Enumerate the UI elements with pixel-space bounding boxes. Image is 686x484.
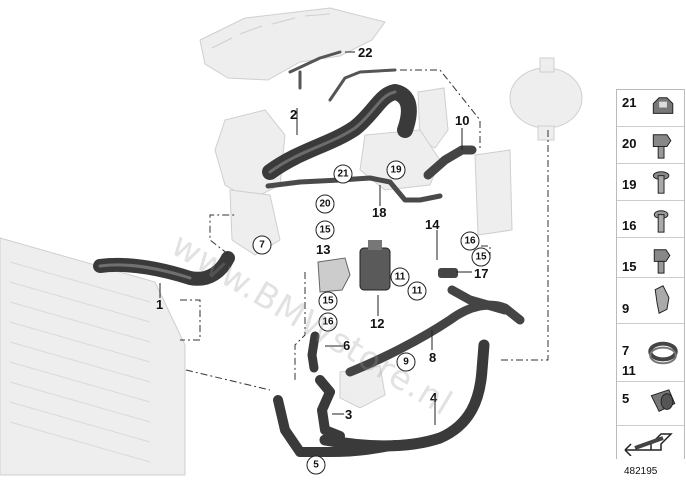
callout-17: 17 — [474, 266, 488, 281]
svg-text:16: 16 — [322, 317, 334, 328]
diagram-id: 482195 — [624, 466, 658, 477]
callout-6: 6 — [343, 338, 350, 353]
callout-22: 22 — [358, 45, 372, 60]
svg-text:9: 9 — [403, 357, 409, 368]
legend-number: 9 — [622, 301, 630, 316]
svg-text:20: 20 — [319, 199, 331, 210]
callout-labels: 22 2 10 18 14 13 17 1 12 6 8 4 3 — [156, 45, 488, 422]
hose-clamp-icon — [648, 341, 678, 365]
svg-text:21: 21 — [337, 169, 349, 180]
hex-bolt-icon — [652, 134, 672, 159]
hose-5[interactable] — [273, 395, 400, 457]
radiator-ghost — [0, 237, 186, 476]
callout-14: 14 — [425, 217, 440, 232]
bracket-13[interactable] — [317, 257, 351, 293]
legend-row-5[interactable]: 5 — [617, 382, 684, 426]
quick-connector-icon — [650, 389, 676, 412]
hose-2-upper[interactable] — [262, 84, 417, 180]
legend-number: 5 — [622, 391, 630, 406]
circled-11b: 11 — [407, 281, 427, 301]
legend-number: 20 — [622, 136, 637, 151]
hose-22-vent[interactable] — [288, 50, 397, 102]
expansion-tank-ghost — [509, 57, 583, 141]
thermostat-ghost — [339, 365, 386, 409]
screw-icon — [653, 210, 669, 233]
legend-row-9[interactable]: 9 — [617, 278, 684, 324]
svg-text:16: 16 — [464, 236, 476, 247]
circled-16b: 16 — [318, 312, 338, 332]
legend-row-15[interactable]: 15 — [617, 238, 684, 278]
callout-10: 10 — [455, 113, 469, 128]
callout-3: 3 — [345, 407, 352, 422]
circled-21: 21 — [333, 164, 353, 184]
circled-15c: 15 — [318, 291, 338, 311]
connector-17[interactable] — [438, 268, 458, 278]
hose-6[interactable] — [307, 331, 320, 373]
oil-cooler-ghost — [474, 149, 513, 236]
legend-number: 19 — [622, 177, 637, 192]
flange-bolt-icon — [653, 249, 671, 274]
legend-number: 11 — [622, 363, 636, 378]
circled-7: 7 — [252, 235, 272, 255]
legend-row-7-11[interactable]: 7 11 — [617, 324, 684, 382]
legend-number: 7 — [622, 343, 630, 358]
engine-block-ghost — [199, 7, 386, 81]
circled-9: 9 — [396, 352, 416, 372]
circled-20: 20 — [315, 194, 335, 214]
turbo-ghost — [214, 109, 286, 256]
callout-12: 12 — [370, 316, 384, 331]
callout-8: 8 — [429, 350, 436, 365]
leader-lines — [159, 51, 472, 425]
circled-15b: 15 — [471, 247, 491, 267]
torx-screw-icon — [652, 171, 670, 194]
hose-1[interactable] — [93, 251, 235, 286]
legend-row-21[interactable]: 21 — [617, 90, 684, 127]
svg-text:15: 15 — [322, 296, 334, 307]
svg-text:7: 7 — [259, 240, 265, 251]
callout-1: 1 — [156, 297, 163, 312]
svg-text:5: 5 — [313, 460, 319, 471]
orientation-arrow-icon — [624, 433, 673, 456]
legend-row-arrow — [617, 426, 684, 459]
svg-text:15: 15 — [475, 252, 487, 263]
valve-12[interactable] — [359, 240, 391, 291]
nut-clip-icon — [652, 97, 674, 114]
svg-text:15: 15 — [319, 225, 331, 236]
circled-11a: 11 — [390, 267, 410, 287]
hose-10[interactable] — [423, 145, 477, 180]
callout-13: 13 — [316, 242, 330, 257]
legend-row-16[interactable]: 16 — [617, 201, 684, 238]
callout-2: 2 — [290, 107, 297, 122]
circled-16a: 16 — [460, 231, 480, 251]
circled-19: 19 — [386, 160, 406, 180]
callout-18: 18 — [372, 205, 386, 220]
clip-icon — [654, 285, 670, 314]
hose-8-9[interactable] — [345, 285, 525, 377]
hose-3[interactable] — [315, 375, 345, 441]
legend-number: 15 — [622, 259, 637, 274]
legend-number: 16 — [622, 218, 637, 233]
hose-18[interactable] — [265, 175, 443, 203]
circled-15a: 15 — [315, 220, 335, 240]
svg-text:19: 19 — [390, 165, 402, 176]
svg-text:11: 11 — [412, 286, 423, 297]
oil-filter-housing-ghost — [359, 87, 449, 191]
legend-row-19[interactable]: 19 — [617, 164, 684, 201]
legend-row-20[interactable]: 20 — [617, 127, 684, 164]
legend-number: 21 — [622, 95, 637, 110]
circled-5: 5 — [306, 455, 326, 475]
svg-text:11: 11 — [395, 272, 406, 283]
circled-labels: 21 19 20 15 7 16 15 11 11 15 16 9 5 — [252, 160, 491, 475]
callout-4: 4 — [430, 390, 438, 405]
